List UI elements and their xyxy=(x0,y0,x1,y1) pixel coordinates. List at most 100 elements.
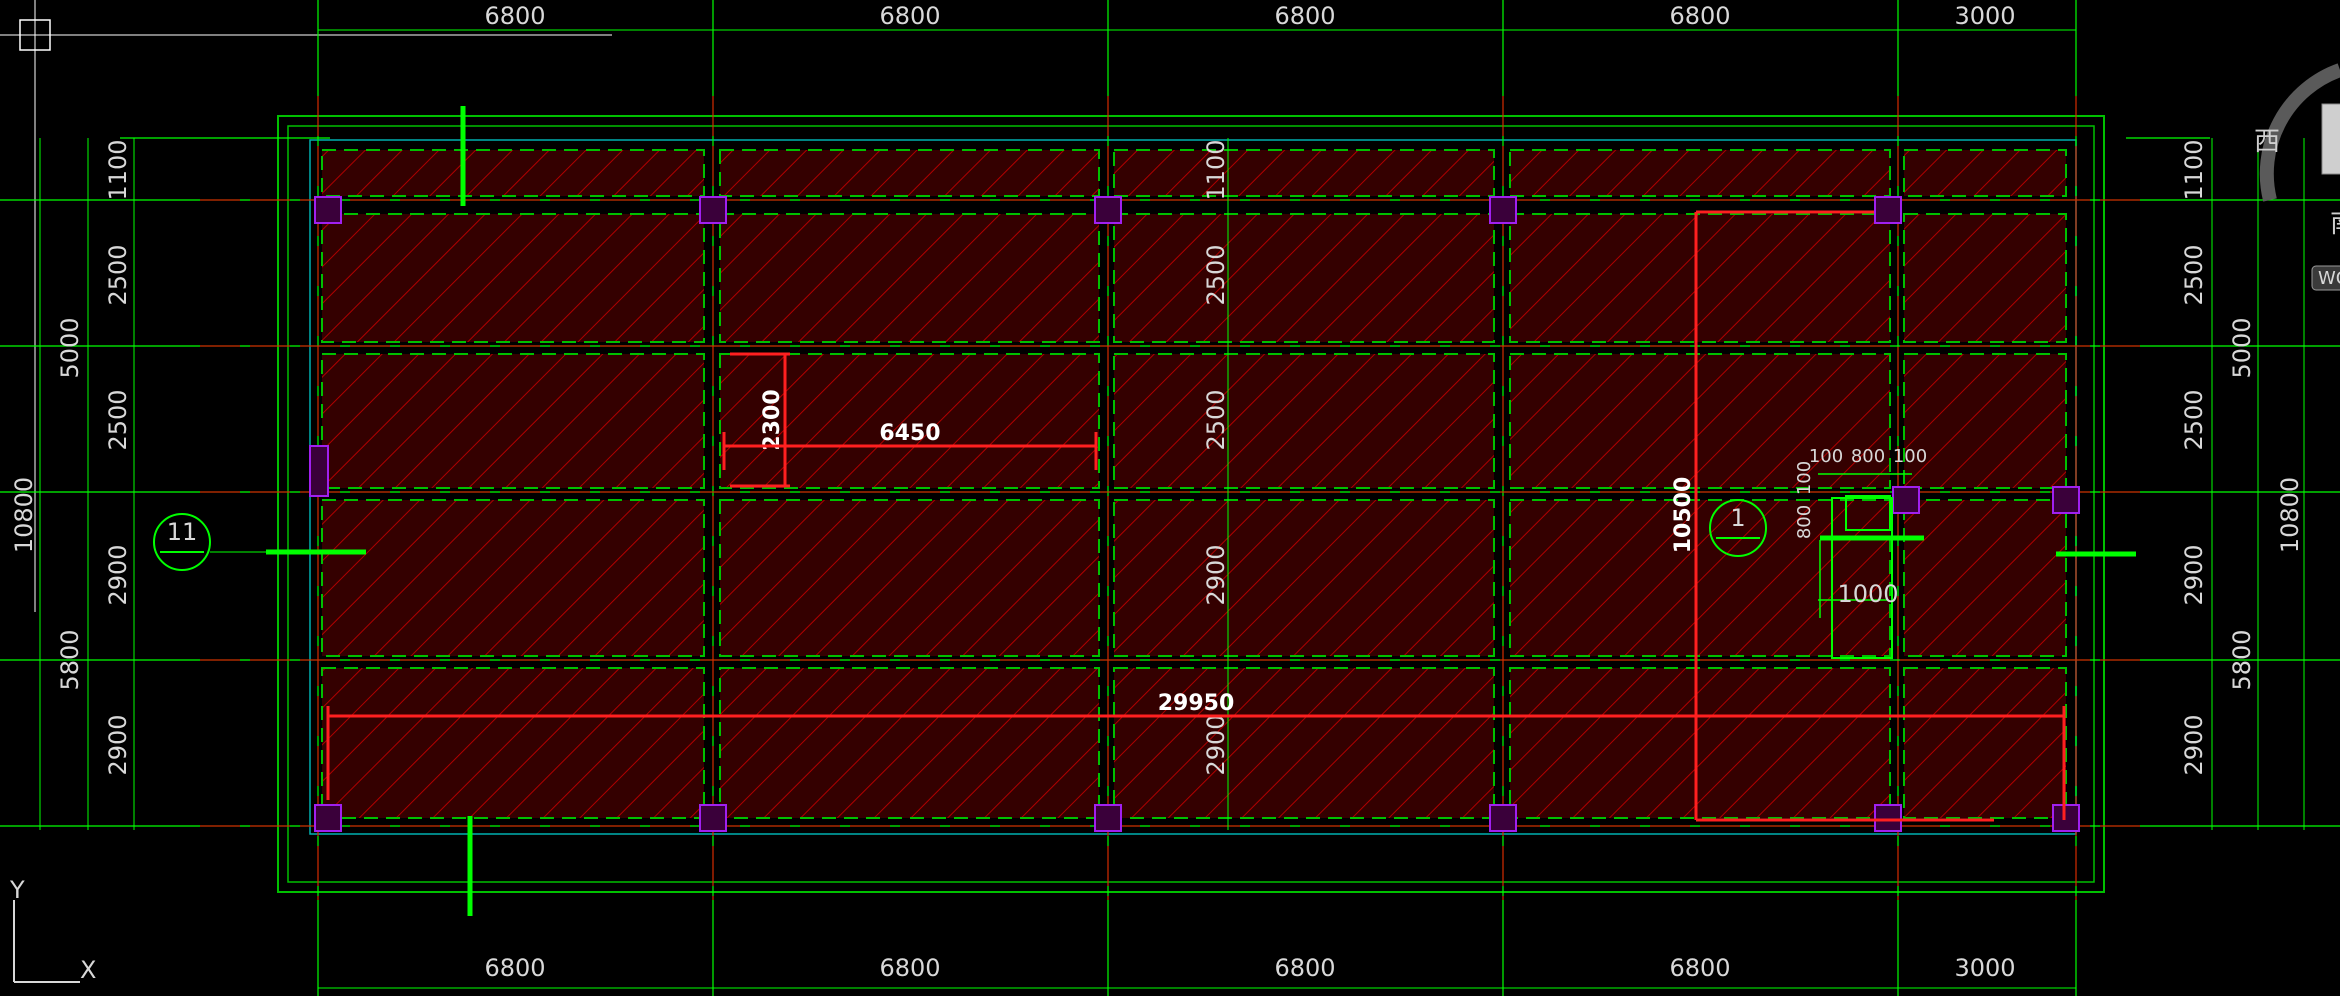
right-dimensions: 1100 2500 2500 2900 2900 5000 5800 10800 xyxy=(2180,139,2304,775)
left-dimensions: 1100 2500 2500 2900 2900 5000 5800 10800 xyxy=(10,139,132,775)
top-dimensions: 6800 6800 6800 6800 3000 xyxy=(484,2,2015,30)
slab-panel-r2-c1 xyxy=(321,213,705,343)
axis-x-label: X xyxy=(80,956,96,984)
column-12 xyxy=(2052,486,2080,514)
bottom-dim-4: 6800 xyxy=(1669,954,1730,982)
mid-row-dim-5: 2900 xyxy=(1202,714,1230,775)
dim-29950-label: 29950 xyxy=(1158,691,1235,716)
left-row-dim-1: 1100 xyxy=(104,139,132,200)
slab-panel-r3-c1 xyxy=(321,353,705,489)
crosshair-cursor xyxy=(0,0,612,612)
right-row-dim-2: 2500 xyxy=(2180,244,2208,305)
column-2 xyxy=(699,196,727,224)
column-4 xyxy=(1489,196,1517,224)
right-row-dim-3: 2500 xyxy=(2180,389,2208,450)
column-5 xyxy=(1874,196,1902,224)
right-row-dim-5: 2900 xyxy=(2180,714,2208,775)
red-measurements: 2300 6450 10500 29950 xyxy=(326,210,2066,822)
columns xyxy=(309,196,2080,832)
mid-row-dim-1: 1100 xyxy=(1202,139,1230,200)
right-group-dim-2: 5800 xyxy=(2228,629,2256,690)
bottom-dim-2: 6800 xyxy=(879,954,940,982)
detail-dim-800b: 800 xyxy=(1794,505,1815,539)
slab-panel-r5-c4 xyxy=(1509,667,1891,819)
wcs-button[interactable] xyxy=(2311,265,2340,291)
mid-row-dim-2: 2500 xyxy=(1202,244,1230,305)
slab-panel-r1-c5 xyxy=(1903,149,2067,197)
left-row-dim-4: 2900 xyxy=(104,544,132,605)
bottom-dimensions: 6800 6800 6800 6800 3000 xyxy=(484,954,2015,982)
left-row-dim-2: 2500 xyxy=(104,244,132,305)
slab-panel-r2-c3 xyxy=(1113,213,1495,343)
slab-panel-r3-c3 xyxy=(1113,353,1495,489)
bottom-dim-1: 6800 xyxy=(484,954,545,982)
slab-panel-r2-c2 xyxy=(719,213,1100,343)
slab-panel-r5-c2 xyxy=(719,667,1100,819)
slab-panel-r2-c4 xyxy=(1509,213,1891,343)
slab-panel-r3-c4 xyxy=(1509,353,1891,489)
bottom-dim-5: 3000 xyxy=(1954,954,2015,982)
top-dim-2: 6800 xyxy=(879,2,940,30)
detail-dim-100c: 100 xyxy=(1794,461,1815,495)
right-group-dim-1: 5000 xyxy=(2228,317,2256,378)
detail-dim-1000: 1000 xyxy=(1837,580,1898,608)
detail-callout: 100 800 100 100 800 1000 xyxy=(1794,446,1927,659)
viewcube[interactable]: 西 南 WCS xyxy=(2254,63,2340,291)
column-1 xyxy=(314,196,342,224)
detail-dim-100a: 100 xyxy=(1809,446,1843,467)
viewcube-south-label: 南 xyxy=(2330,209,2340,239)
top-dim-3: 6800 xyxy=(1274,2,1335,30)
bottom-dim-3: 6800 xyxy=(1274,954,1335,982)
slab-panel-r3-c5 xyxy=(1903,353,2067,489)
dim-10500-label: 10500 xyxy=(1671,477,1696,554)
column-11 xyxy=(2052,804,2080,832)
slab-panel-r1-c2 xyxy=(719,149,1100,197)
column-13 xyxy=(1892,486,1920,514)
top-dim-5: 3000 xyxy=(1954,2,2015,30)
slab-panel-r2-c5 xyxy=(1903,213,2067,343)
column-3 xyxy=(1094,196,1122,224)
section-mark-1-label: 1 xyxy=(1730,504,1745,532)
slab-panel-r1-c3 xyxy=(1113,149,1495,197)
section-mark-11-label: 11 xyxy=(167,518,198,546)
top-dim-4: 6800 xyxy=(1669,2,1730,30)
wcs-label: WCS xyxy=(2318,268,2340,289)
section-mark-11: 11 xyxy=(153,513,366,571)
slab-panel-r4-c4 xyxy=(1509,499,1891,657)
slab-panel-r4-c2 xyxy=(719,499,1100,657)
right-total-dim: 10800 xyxy=(2276,477,2304,553)
slab-panel-r5-c1 xyxy=(321,667,705,819)
right-row-dim-4: 2900 xyxy=(2180,544,2208,605)
viewcube-west-label: 西 xyxy=(2254,127,2280,157)
right-row-dim-1: 1100 xyxy=(2180,139,2208,200)
ucs-axis-icon: Y X xyxy=(9,876,96,984)
slab-panel-r4-c5 xyxy=(1903,499,2067,657)
section-mark-1: 1 xyxy=(1709,499,1767,557)
mid-row-dim-3: 2500 xyxy=(1202,389,1230,450)
mid-row-dim-4: 2900 xyxy=(1202,544,1230,605)
slab-panel-r1-c1 xyxy=(321,149,705,197)
slab-panel-r5-c5 xyxy=(1903,667,2067,819)
column-6 xyxy=(314,804,342,832)
left-row-dim-5: 2900 xyxy=(104,714,132,775)
slab-panel-r4-c3 xyxy=(1113,499,1495,657)
left-group-dim-2: 5800 xyxy=(56,629,84,690)
section-cut-markers xyxy=(460,106,2136,916)
axis-y-label: Y xyxy=(9,876,25,904)
middle-dimensions: 1100 2500 2500 2900 2900 xyxy=(1202,139,1230,775)
column-7 xyxy=(699,804,727,832)
dim-2300-label: 2300 xyxy=(760,389,785,450)
left-total-dim: 10800 xyxy=(10,477,38,553)
dim-6450-label: 6450 xyxy=(879,421,940,446)
detail-dim-100b: 100 xyxy=(1893,446,1927,467)
slab-panel-r1-c4 xyxy=(1509,149,1891,197)
column-9 xyxy=(1489,804,1517,832)
hatched-panels xyxy=(321,149,2067,819)
slab-panel-r3-c2 xyxy=(719,353,1100,489)
detail-dim-800a: 800 xyxy=(1851,446,1885,467)
column-8 xyxy=(1094,804,1122,832)
slab-panel-r5-c3 xyxy=(1113,667,1495,819)
left-row-dim-3: 2500 xyxy=(104,389,132,450)
left-group-dim-1: 5000 xyxy=(56,317,84,378)
